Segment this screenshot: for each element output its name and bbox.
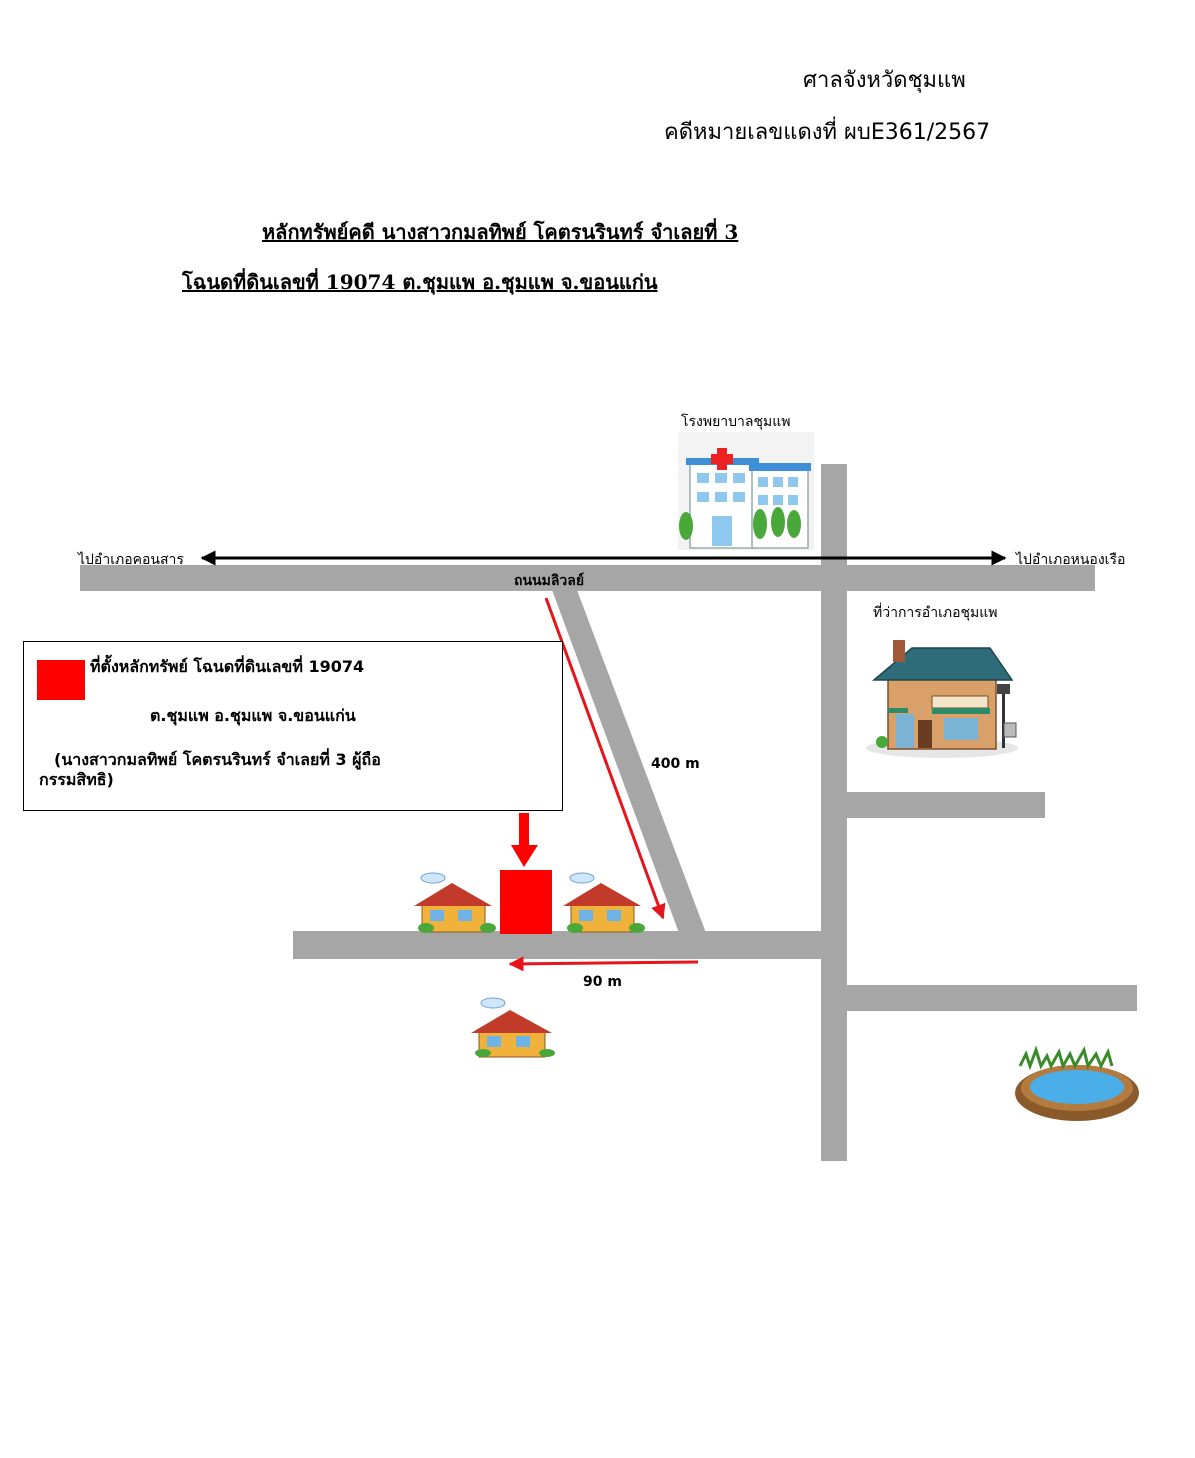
legend-line-2: ต.ชุมแพ อ.ชุมแพ จ.ขอนแก่น [150,706,356,725]
legend-line-4: กรรมสิทธิ) [39,770,114,789]
direction-left-label: ไปอำเภอคอนสาร [78,552,184,568]
distance-arrow-horizontal [508,956,699,972]
side-road-upper [847,792,1045,818]
title-line-1: หลักทรัพย์คดี นางสาวกมลทิพย์ โคตรนรินทร์… [262,220,739,244]
court-name: ศาลจังหวัดชุมแพ [803,68,966,93]
legend-box: ที่ตั้งหลักทรัพย์ โฉนดที่ดินเลขที่ 19074… [23,641,563,811]
legend-swatch [37,660,85,700]
diagonal-road [552,590,706,933]
distance-label-diagonal: 400 m [651,756,700,772]
hospital-label: โรงพยาบาลชุมแพ [681,414,791,430]
pointer-arrow-shaft [519,813,529,847]
main-road [80,565,1095,591]
house-icon [471,997,555,1058]
title-line-2: โฉนดที่ดินเลขที่ 19074 ต.ชุมแพ อ.ชุมแพ จ… [182,270,658,294]
road-name-label: ถนนมลิวลย์ [514,573,585,589]
hospital-icon [678,432,814,550]
case-number: คดีหมายเลขแดงที่ ผบE361/2567 [664,120,991,145]
side-road-lower [847,985,1137,1011]
district-office-label: ที่ว่าการอำเภอชุมแพ [873,605,998,621]
legend-line-1: ที่ตั้งหลักทรัพย์ โฉนดที่ดินเลขที่ 19074 [90,657,365,676]
property-marker [500,870,552,934]
distance-label-horizontal: 90 m [583,974,622,990]
vertical-road [821,464,847,1161]
legend-line-3: (นางสาวกมลทิพย์ โคตรนรินทร์ จำเลยที่ 3 ผ… [54,750,381,769]
pointer-arrow-head [511,845,538,867]
house-icon [414,872,496,933]
district-office-icon [866,640,1018,758]
distance-arrow-diagonal [544,597,666,920]
direction-right-label: ไปอำเภอหนองเรือ [1016,552,1126,568]
pond-icon [1015,1045,1139,1121]
house-icon [563,872,645,933]
lower-road [293,931,821,959]
